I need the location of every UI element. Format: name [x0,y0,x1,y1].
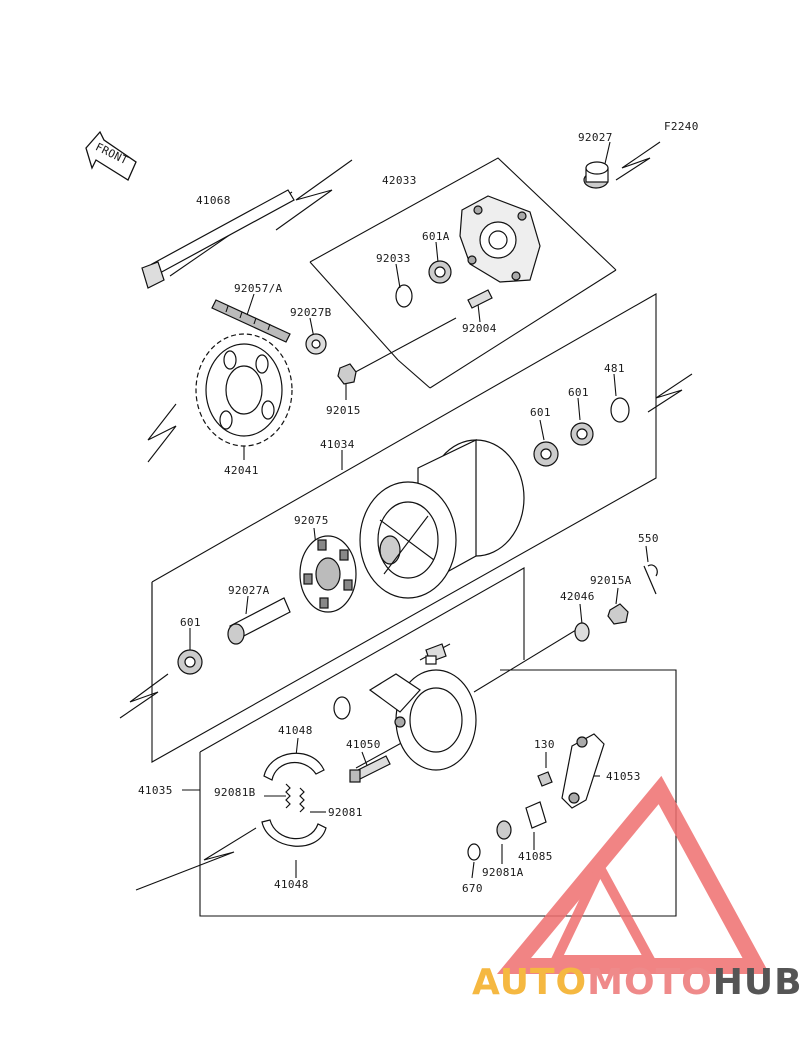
part-label: 42033 [382,174,417,187]
collar-part [583,161,609,189]
part-label: 130 [534,738,555,751]
brake-panel-part [368,669,477,771]
part-label: 41085 [518,850,553,863]
collar-part [574,622,590,642]
o-ring-part [467,843,481,861]
circlip-part [395,284,413,308]
watermark-part-1: AUTO [472,962,587,1003]
cam-part [349,755,391,783]
damper-part [299,535,357,613]
part-label: 41053 [606,770,641,783]
part-label: 92027B [290,306,332,319]
bearing-part [570,422,594,446]
part-label: 92027 [578,131,613,144]
bolt-part [425,643,447,665]
part-label: 92057/A [234,282,283,295]
part-label: 41068 [196,194,231,207]
watermark-text: AUTOMOTOHUB [472,962,800,1003]
bearing-part [533,441,559,467]
part-label: 92081B [214,786,256,799]
bolt-part [537,771,553,787]
part-label: 42041 [224,464,259,477]
part-label: 41048 [274,878,309,891]
brake-arm-part [561,733,605,809]
watermark-part-3: HUB [713,962,800,1003]
part-label: 92015A [590,574,632,587]
circlip-part [610,397,630,423]
part-label: 41048 [278,724,313,737]
spring-part [496,820,512,840]
nut-part [607,603,629,625]
part-label: 670 [462,882,483,895]
part-label: 41034 [320,438,355,451]
cotter-pin-part [643,564,658,595]
part-label: 601 [530,406,551,419]
part-label: 601 [180,616,201,629]
spring-part [285,783,305,813]
sprocket-part [195,333,293,447]
bearing-part [177,649,203,675]
part-label: 601 [568,386,589,399]
part-label: 92081 [328,806,363,819]
watermark-triangle-icon [496,775,770,974]
bearing-part [428,260,452,284]
stud-part [467,289,493,309]
part-label: 550 [638,532,659,545]
brake-shoe-part [261,752,327,847]
part-label: 601A [422,230,450,243]
watermark-logo [496,775,770,974]
part-label: 92033 [376,252,411,265]
chain-part [211,299,291,343]
part-label: 481 [604,362,625,375]
part-label: 41050 [346,738,381,751]
wheel-hub-part [359,439,525,599]
part-label: 92075 [294,514,329,527]
nut-part [337,363,357,385]
indicator-part [525,801,547,829]
part-label: 92015 [326,404,361,417]
axle-part [141,189,295,289]
diagram-code: F2240 [664,120,699,133]
front-arrow-icon: FRONT [85,130,137,181]
part-label: 42046 [560,590,595,603]
sprocket-hub-part [459,195,541,283]
part-label: 92027A [228,584,270,597]
seal-part [333,696,351,720]
collar-a-part [227,597,291,645]
part-label: 92081A [482,866,524,879]
watermark-inner-triangle-icon [548,857,659,965]
part-label: 92004 [462,322,497,335]
part-labels: 41068 42033 92027 601A 92033 92057/A 920… [138,131,659,895]
watermark-part-2: MOTO [587,962,713,1003]
part-label: 41035 [138,784,173,797]
collar-b-part [305,333,327,355]
